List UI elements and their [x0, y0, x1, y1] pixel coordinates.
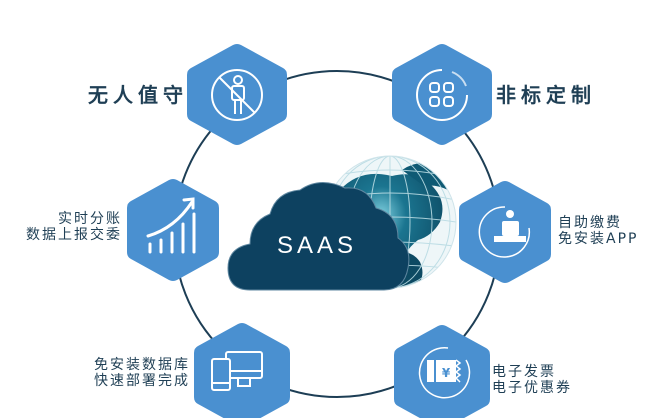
hex-node-unattended[interactable]	[187, 44, 287, 145]
node-label-split: 实时分账 数据上报交委	[26, 211, 122, 243]
node-label-selfpay: 自助缴费 免安装APP	[558, 215, 639, 247]
hex-node-selfpay[interactable]	[459, 181, 551, 283]
node-label-invoice: 电子发票 电子优惠券	[492, 364, 572, 396]
hex-node-split[interactable]	[127, 179, 219, 281]
svg-text:¥: ¥	[442, 366, 451, 380]
devices-icon	[211, 351, 263, 391]
growth-chart-icon	[146, 197, 196, 254]
node-label-custom: 非标定制	[496, 83, 596, 107]
hex-node-invoice[interactable]: ¥	[394, 325, 490, 418]
cloud-shape	[227, 182, 410, 291]
hex-node-deploy[interactable]	[194, 323, 290, 418]
node-label-unattended: 无人值守	[88, 83, 188, 107]
hex-node-custom[interactable]	[392, 44, 492, 145]
user-desk-icon	[478, 206, 531, 258]
saas-label: SAAS	[276, 232, 358, 259]
no-person-icon	[211, 69, 263, 121]
node-label-deploy: 免安装数据库 快速部署完成	[94, 357, 190, 389]
ticket-yen-icon: ¥	[418, 347, 471, 399]
grid-apps-icon	[416, 69, 468, 121]
